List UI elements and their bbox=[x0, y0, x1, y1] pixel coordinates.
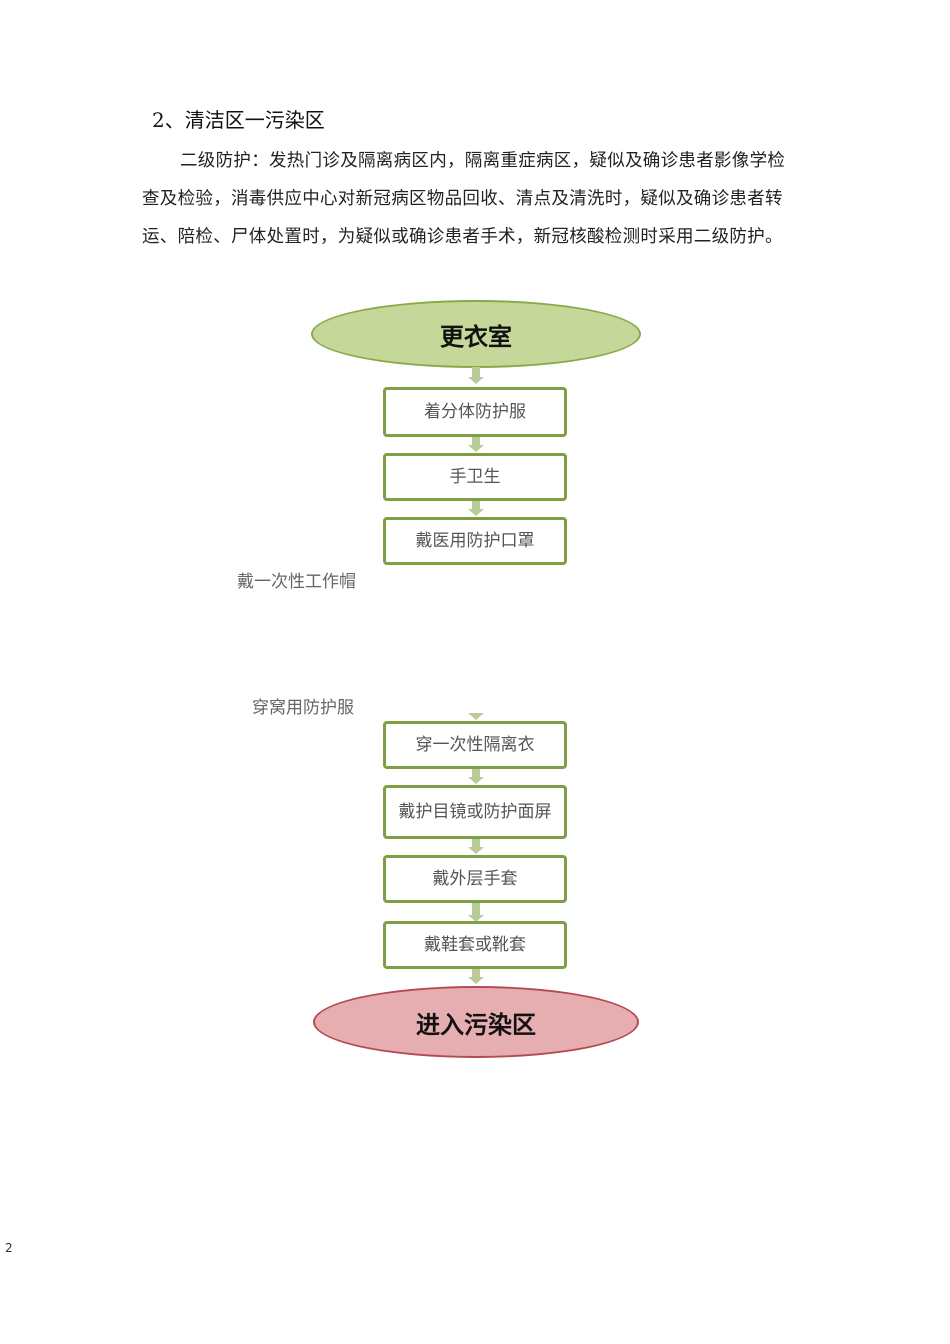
flow-step-box: 戴鞋套或靴套 bbox=[383, 921, 567, 969]
flow-step-box: 着分体防护服 bbox=[383, 387, 567, 437]
section-heading: 2、清洁区一污染区 bbox=[152, 108, 325, 132]
flow-step-label: 戴护目镜或防护面屏 bbox=[398, 802, 552, 822]
flow-step-box: 手卫生 bbox=[383, 453, 567, 501]
flow-start-ellipse: 更衣室 bbox=[311, 300, 641, 368]
arrow-down-icon bbox=[468, 969, 484, 984]
flow-step-label: 戴医用防护口罩 bbox=[415, 531, 535, 551]
arrow-down-icon bbox=[468, 903, 484, 922]
flow-step-box: 戴外层手套 bbox=[383, 855, 567, 903]
arrow-down-icon bbox=[468, 437, 484, 452]
flow-start-label: 更衣室 bbox=[440, 321, 512, 351]
flow-step-label: 穿一次性隔离衣 bbox=[415, 735, 535, 755]
flow-step-box: 戴护目镜或防护面屏 bbox=[383, 785, 567, 839]
paragraph-text: 二级防护：发热门诊及隔离病区内，隔离重症病区，疑似及确诊患者影像学检查及检验，消… bbox=[142, 151, 786, 247]
body-paragraph: 二级防护：发热门诊及隔离病区内，隔离重症病区，疑似及确诊患者影像学检查及检验，消… bbox=[142, 142, 802, 256]
flow-step-label: 戴鞋套或靴套 bbox=[424, 935, 526, 955]
side-label: 戴一次性工作帽 bbox=[237, 572, 356, 592]
arrow-down-icon bbox=[468, 839, 484, 854]
page-number: 2 bbox=[5, 1241, 13, 1255]
arrow-down-icon bbox=[468, 713, 484, 720]
flow-step-label: 手卫生 bbox=[449, 467, 501, 487]
flow-step-box: 戴医用防护口罩 bbox=[383, 517, 567, 565]
flow-step-label: 着分体防护服 bbox=[424, 402, 526, 422]
arrow-down-icon bbox=[468, 367, 484, 384]
flow-step-box: 穿一次性隔离衣 bbox=[383, 721, 567, 769]
arrow-down-icon bbox=[468, 769, 484, 784]
flow-step-label: 戴外层手套 bbox=[432, 869, 518, 889]
flow-end-ellipse: 进入污染区 bbox=[313, 986, 639, 1058]
side-label: 穿窝用防护服 bbox=[252, 698, 354, 718]
flow-end-label: 进入污染区 bbox=[416, 1009, 536, 1039]
arrow-down-icon bbox=[468, 501, 484, 516]
